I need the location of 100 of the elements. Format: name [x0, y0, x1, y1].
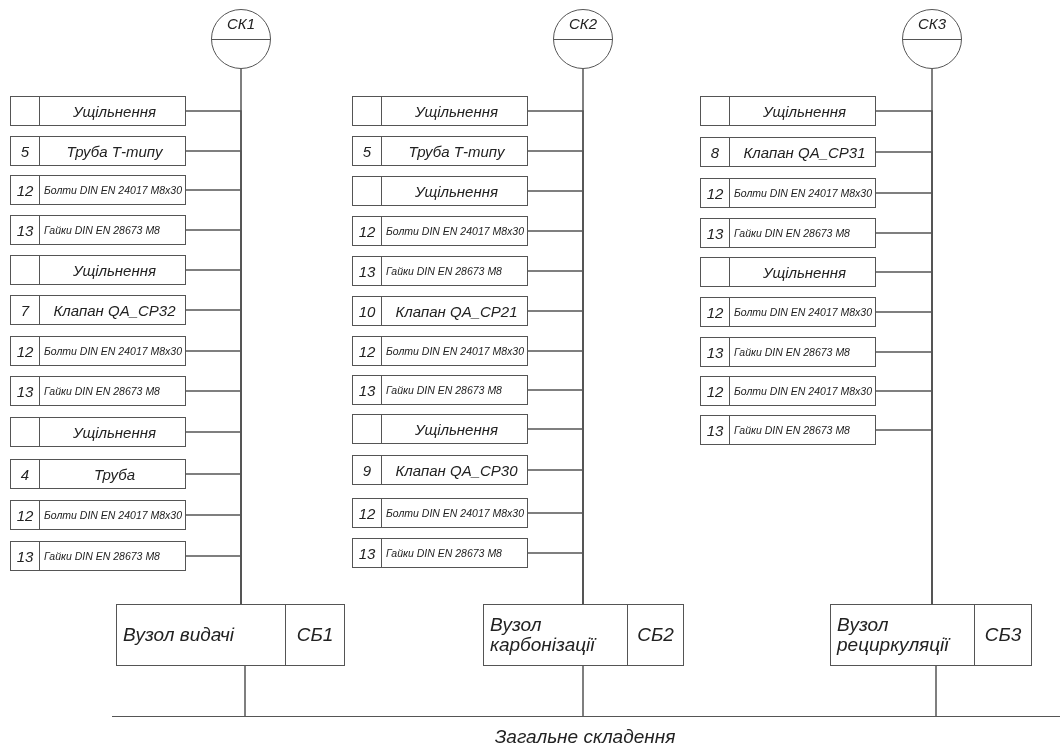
circle-label: СК1: [226, 15, 256, 32]
assembly-name: Вузол видачі: [122, 623, 236, 648]
part-number: 13: [15, 220, 35, 241]
circle-label: СК3: [917, 15, 947, 32]
part-row: [352, 96, 528, 126]
part-name: Болти DIN EN 24017 M8x30: [39, 176, 185, 204]
assembly-code: СБ3: [974, 605, 1031, 665]
part-number: 12: [15, 341, 35, 362]
part-number: 12: [357, 503, 377, 524]
part-row: [352, 296, 528, 326]
part-number: 4: [19, 464, 31, 485]
part-number: 13: [705, 420, 725, 441]
part-name: Клапан QA_CP32: [39, 296, 185, 324]
part-name: Болти DIN EN 24017 M8x30: [39, 337, 185, 365]
part-name: Гайки DIN EN 28673 M8: [39, 377, 185, 405]
assembly-box: [116, 604, 345, 666]
part-row: [352, 375, 528, 405]
part-row: [700, 96, 876, 126]
part-row: [700, 178, 876, 208]
part-name: Клапан QA_CP21: [381, 297, 527, 325]
part-row: [10, 417, 186, 447]
part-number: 13: [357, 543, 377, 564]
part-row: [700, 218, 876, 248]
part-row: [10, 136, 186, 166]
part-row: [352, 256, 528, 286]
part-name: Гайки DIN EN 28673 M8: [729, 416, 875, 444]
part-name: Болти DIN EN 24017 M8x30: [39, 501, 185, 529]
part-row: [700, 415, 876, 445]
connector-line: [527, 552, 584, 605]
part-row: [10, 336, 186, 366]
part-row: [10, 500, 186, 530]
part-row: [700, 376, 876, 406]
connector-line: [185, 555, 242, 605]
part-row: [10, 295, 186, 325]
part-number: 5: [19, 141, 31, 162]
assembly-box: [483, 604, 684, 666]
assembly-name: Вузол карбонізації: [489, 613, 598, 657]
part-number: 12: [357, 221, 377, 242]
assembly-name: Вузол рециркуляції: [835, 613, 952, 657]
part-row: [10, 215, 186, 245]
part-name: Гайки DIN EN 28673 M8: [39, 542, 185, 570]
part-row: [700, 257, 876, 287]
diagram-caption: Загальне складення: [493, 726, 677, 748]
part-number: 7: [19, 300, 31, 321]
part-name: Гайки DIN EN 28673 M8: [39, 216, 185, 244]
connector-line: [582, 665, 584, 717]
assembly-code: СБ1: [285, 605, 344, 665]
part-number: 13: [15, 381, 35, 402]
part-row: [352, 136, 528, 166]
part-name: Гайки DIN EN 28673 M8: [729, 338, 875, 366]
part-row: [352, 538, 528, 568]
part-number: 9: [361, 460, 373, 481]
part-row: [10, 376, 186, 406]
part-row: [352, 336, 528, 366]
part-name: Гайки DIN EN 28673 M8: [381, 539, 527, 567]
part-row: [700, 137, 876, 167]
part-name: Ущільнення: [381, 177, 527, 205]
part-number: 12: [705, 381, 725, 402]
part-row: [352, 498, 528, 528]
part-row: [352, 455, 528, 485]
connector-line: [935, 665, 937, 717]
section-circle: [211, 9, 271, 69]
part-name: Ущільнення: [729, 97, 875, 125]
part-number: 12: [705, 183, 725, 204]
part-name: Болти DIN EN 24017 M8x30: [381, 499, 527, 527]
assembly-box: [830, 604, 1032, 666]
section-circle: [902, 9, 962, 69]
part-name: Гайки DIN EN 28673 M8: [729, 219, 875, 247]
part-number: 12: [705, 302, 725, 323]
part-row: [10, 175, 186, 205]
part-name: Болти DIN EN 24017 M8x30: [381, 337, 527, 365]
part-name: Ущільнення: [381, 415, 527, 443]
part-row: [10, 255, 186, 285]
part-row: [700, 337, 876, 367]
part-row: [352, 414, 528, 444]
part-number: 10: [357, 301, 377, 322]
part-name: Ущільнення: [39, 256, 185, 284]
part-name: Гайки DIN EN 28673 M8: [381, 376, 527, 404]
part-name: Клапан QA_CP31: [729, 138, 875, 166]
part-name: Болти DIN EN 24017 M8x30: [729, 377, 875, 405]
part-name: Труба Т-типу: [39, 137, 185, 165]
part-row: [700, 297, 876, 327]
part-number: 12: [15, 180, 35, 201]
part-row: [10, 96, 186, 126]
part-name: Ущільнення: [39, 97, 185, 125]
connector-line: [244, 665, 246, 717]
part-name: Клапан QA_CP30: [381, 456, 527, 484]
part-row: [352, 176, 528, 206]
part-row: [10, 459, 186, 489]
part-name: Болти DIN EN 24017 M8x30: [729, 179, 875, 207]
part-name: Болти DIN EN 24017 M8x30: [381, 217, 527, 245]
part-name: Болти DIN EN 24017 M8x30: [729, 298, 875, 326]
part-number: 13: [357, 380, 377, 401]
part-row: [352, 216, 528, 246]
part-number: 12: [357, 341, 377, 362]
part-number: 8: [709, 142, 721, 163]
part-number: 13: [357, 261, 377, 282]
part-name: Ущільнення: [381, 97, 527, 125]
section-circle: [553, 9, 613, 69]
part-name: Ущільнення: [39, 418, 185, 446]
